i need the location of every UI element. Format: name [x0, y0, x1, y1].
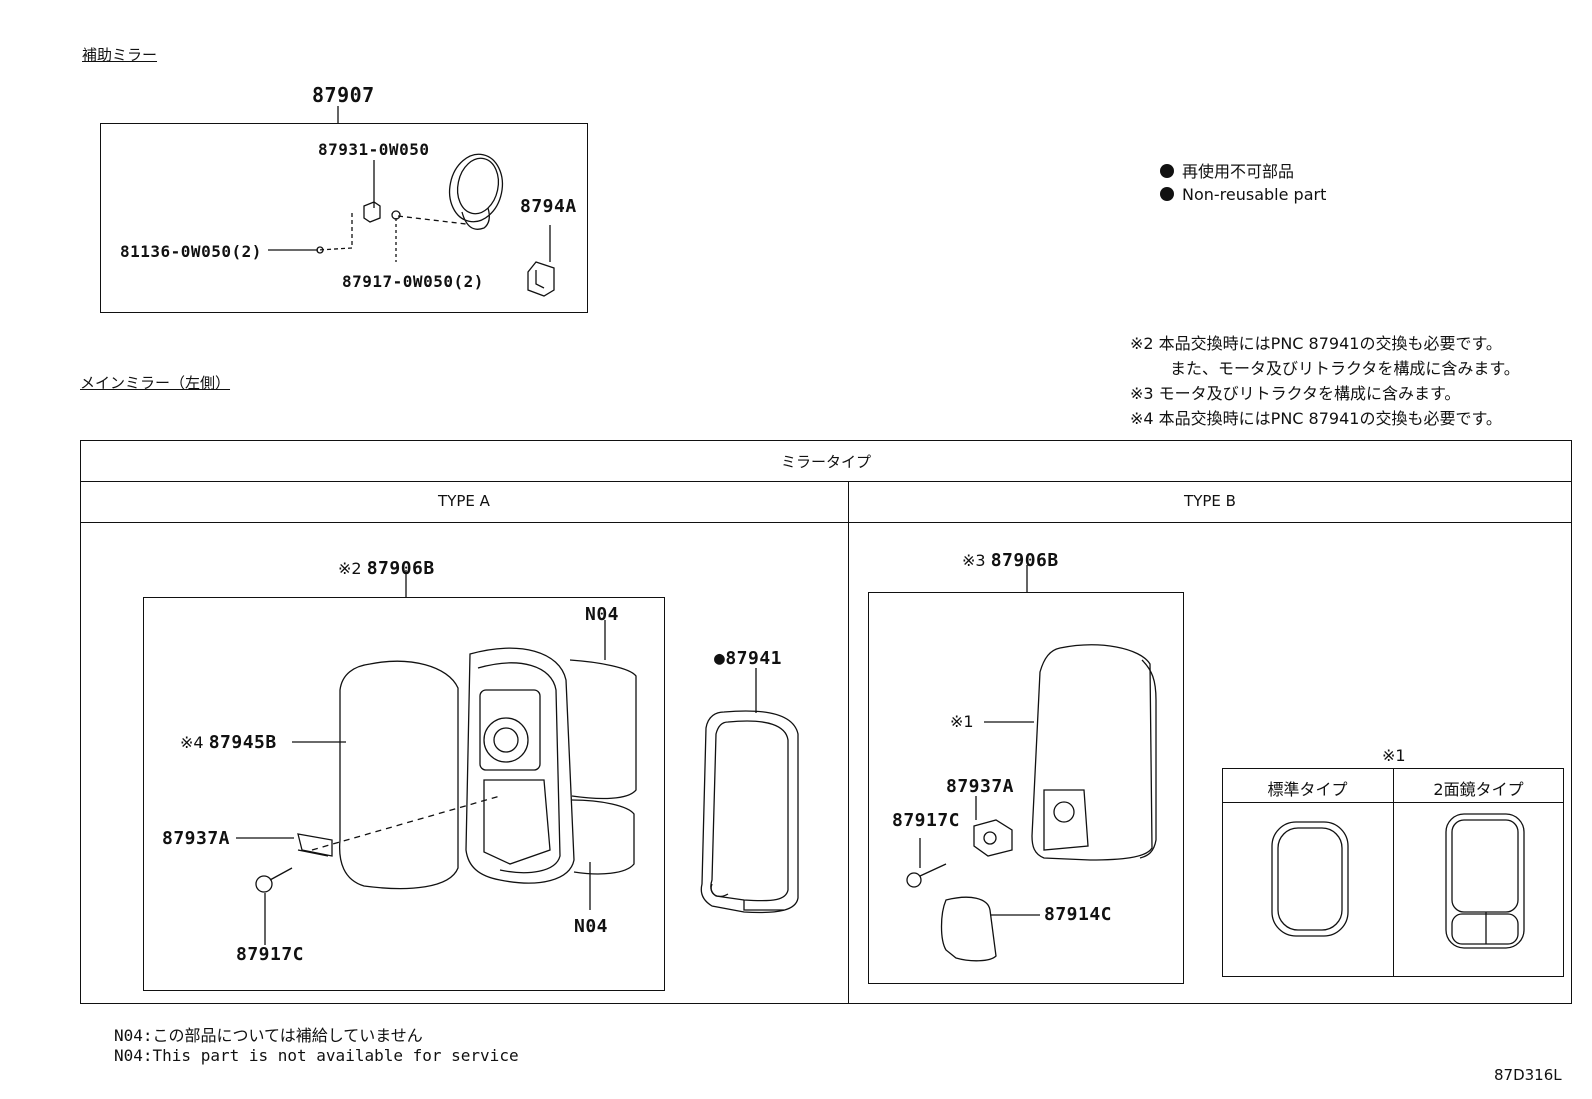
part-87917-0w050[interactable]: 87917-0W050(2)	[342, 272, 484, 291]
inset-col-dual: 2面鏡タイプ	[1433, 780, 1524, 799]
column-header-type-a: TYPE A	[438, 492, 490, 510]
part-8794a[interactable]: 8794A	[520, 196, 577, 217]
type-a-assembly-box	[143, 597, 665, 991]
footer-n04-en: N04:This part is not available for servi…	[114, 1046, 519, 1065]
type-b-bracket-87937a[interactable]: 87937A	[946, 776, 1015, 797]
type-a-screw-head	[255, 875, 273, 893]
type-b-glass-mark[interactable]: ※1	[950, 712, 974, 731]
aux-mirror-head	[448, 153, 504, 223]
type-b-cover-87914c[interactable]: 87914C	[1044, 904, 1113, 925]
type-a-screw-87917c[interactable]: 87917C	[236, 944, 305, 965]
type-b-mirror-shape	[1031, 644, 1153, 861]
legend-en: Non-reusable part	[1160, 185, 1326, 204]
non-reusable-dot-icon	[1160, 164, 1174, 178]
footer-n04-jp: N04:この部品については補給していません	[114, 1026, 423, 1045]
aux-clip-shape	[527, 261, 555, 297]
part-81136-0w050[interactable]: 81136-0W050(2)	[120, 242, 262, 261]
mirror-type-table	[80, 440, 1572, 1004]
note-2a: ※2 本品交換時にはPNC 87941の交換も必要です。	[1130, 334, 1502, 353]
type-a-n04-top: N04	[585, 604, 620, 625]
type-a-housing-shape	[465, 647, 575, 884]
non-reusable-dot-icon	[1160, 187, 1174, 201]
type-a-assembly-label[interactable]: ※2 87906B	[338, 558, 435, 579]
type-b-screw-87917c[interactable]: 87917C	[892, 810, 961, 831]
part-87931-0w050[interactable]: 87931-0W050	[318, 140, 430, 159]
aux-mirror-title: 補助ミラー	[82, 46, 158, 64]
table-divider-vertical	[848, 481, 849, 1004]
table-header-mirror-type: ミラータイプ	[780, 453, 871, 471]
diagram-id: 87D316L	[1494, 1066, 1562, 1084]
aux-bracket-shape	[363, 201, 381, 223]
type-b-assembly-label[interactable]: ※3 87906B	[962, 550, 1059, 571]
seal-87941-shape	[700, 710, 799, 914]
legend-jp: 再使用不可部品	[1160, 158, 1294, 182]
table-divider-1	[80, 481, 1572, 482]
inset-divider-v	[1393, 768, 1394, 977]
type-a-n04-bottom: N04	[574, 916, 609, 937]
note-4: ※4 本品交換時にはPNC 87941の交換も必要です。	[1130, 409, 1502, 428]
column-header-type-b: TYPE B	[1184, 492, 1236, 510]
inset-std-mirror	[1271, 821, 1349, 937]
inset-col-standard: 標準タイプ	[1267, 780, 1348, 799]
main-mirror-title: メインミラー（左側）	[80, 374, 231, 392]
inset-2face-mirror	[1445, 813, 1525, 949]
seal-87941-label[interactable]: ●87941	[714, 648, 783, 669]
inset-mark: ※1	[1382, 746, 1406, 765]
type-b-assembly-box	[868, 592, 1184, 984]
type-a-bracket-87937a[interactable]: 87937A	[162, 828, 231, 849]
cover-87914C-shape	[940, 896, 997, 962]
aux-mirror-box	[100, 123, 588, 313]
note-2b: また、モータ及びリトラクタを構成に含みます。	[1170, 359, 1520, 378]
type-a-glass-shape	[338, 660, 459, 890]
type-a-glass-label[interactable]: ※4 87945B	[180, 732, 277, 753]
aux-mirror-assembly-number[interactable]: 87907	[312, 83, 375, 107]
table-divider-2	[80, 522, 1572, 523]
note-3: ※3 モータ及びリトラクタを構成に含みます。	[1130, 384, 1461, 403]
